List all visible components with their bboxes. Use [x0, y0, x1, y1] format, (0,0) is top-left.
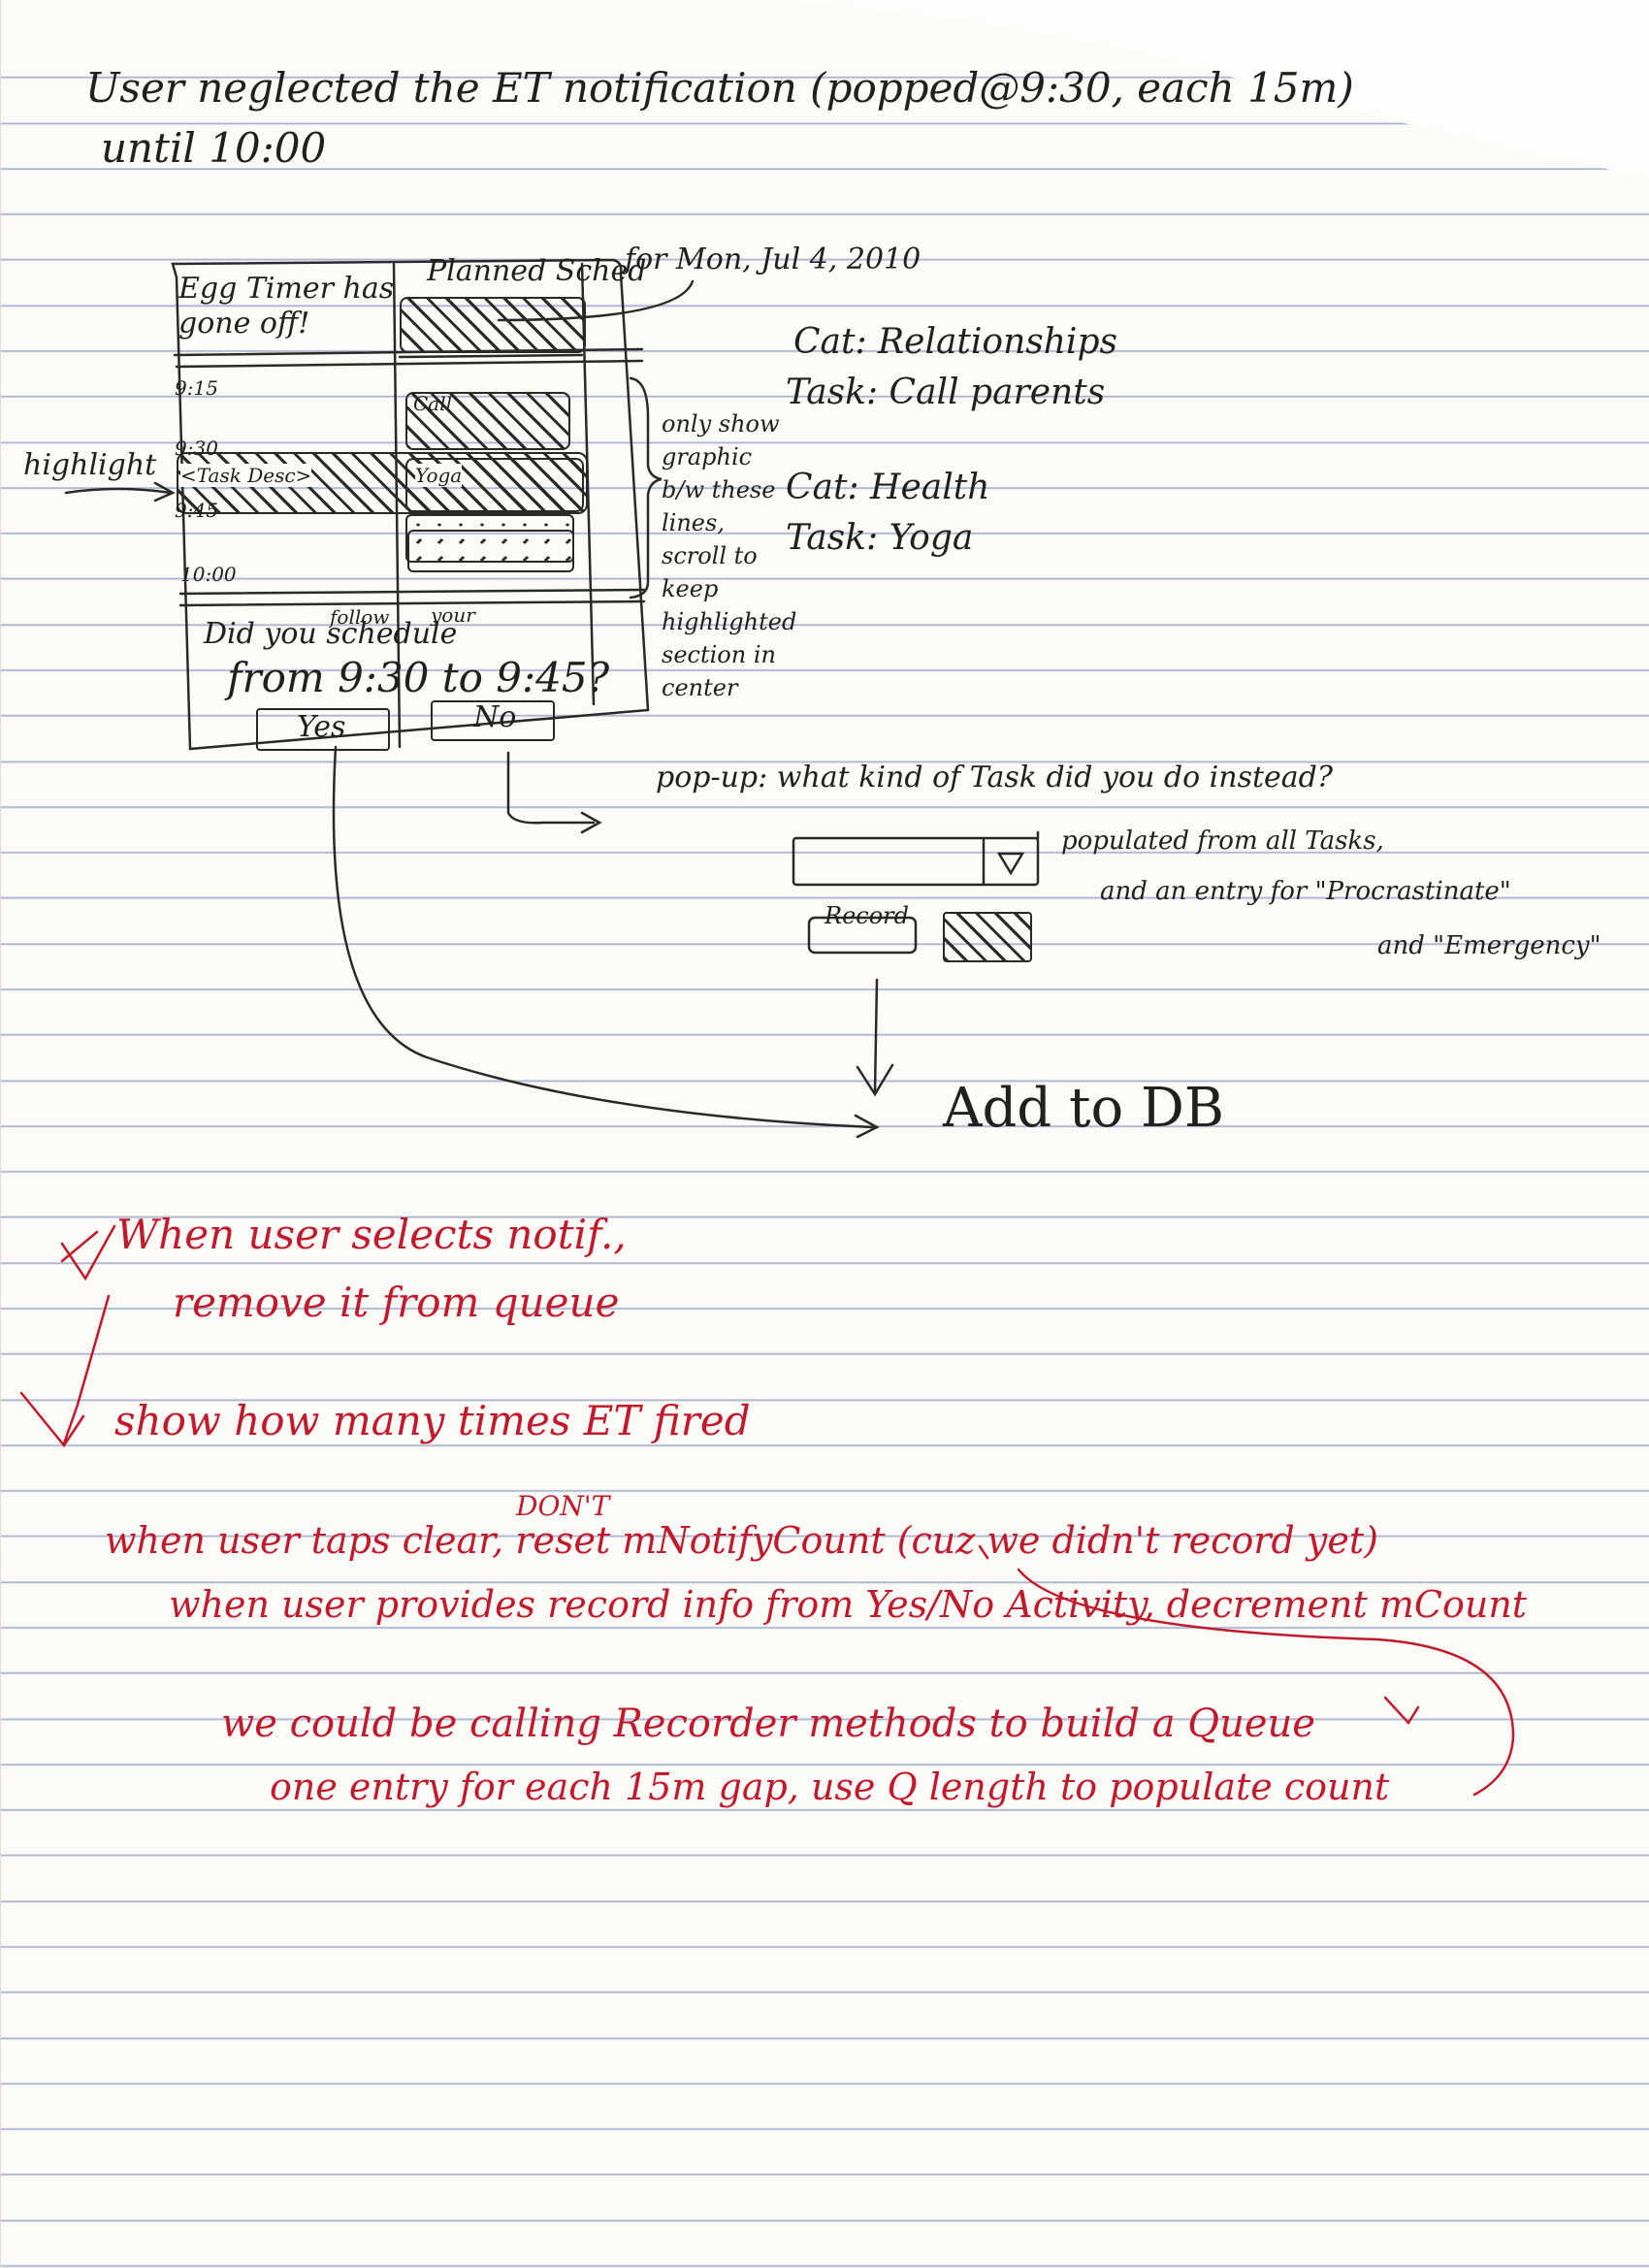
task-call-parents: Task: Call parents: [786, 373, 1106, 412]
entry-note: and an entry for "Procrastinate": [1100, 877, 1511, 906]
yes-button-sketch[interactable]: [256, 708, 390, 751]
red-dont: DON'T: [516, 1490, 610, 1522]
hatched-header-bar: [400, 297, 586, 353]
time-915: 9:15: [175, 376, 218, 400]
red-note-2: remove it from queue: [173, 1279, 620, 1326]
planned-sched-label: Planned Sched: [427, 254, 647, 288]
red-note-1: When user selects notif.,: [116, 1211, 627, 1258]
did-you-question: Did you schedule: [204, 617, 458, 651]
populated-note: populated from all Tasks,: [1061, 826, 1384, 856]
emergency-note: and "Emergency": [1377, 931, 1601, 960]
your-label: your: [431, 603, 475, 627]
scroll-note: only show graphic b/w these lines, scrol…: [662, 410, 797, 701]
red-note-7: one entry for each 15m gap, use Q length…: [270, 1766, 1390, 1808]
no-button-label: No: [473, 700, 517, 734]
follow-label: follow: [330, 605, 390, 629]
cat-health: Cat: Health: [786, 468, 990, 507]
red-note-6: we could be calling Recorder methods to …: [221, 1701, 1315, 1746]
red-note-3: show how many times ET fired: [114, 1397, 751, 1444]
no-button-sketch[interactable]: [431, 700, 555, 741]
time-range-question: from 9:30 to 9:45?: [227, 654, 610, 701]
task-block-early: [405, 392, 570, 450]
task-yoga: Task: Yoga: [786, 518, 974, 558]
yoga-label: Yoga: [415, 464, 463, 487]
highlight-label: highlight: [23, 448, 157, 482]
time-1000: 10:00: [180, 563, 237, 586]
task-desc-label: <Task Desc>: [180, 464, 312, 487]
time-945: 9:45: [175, 499, 218, 522]
early-block-label: Call: [413, 392, 453, 415]
header-line-2: until 10:00: [101, 124, 327, 172]
red-note-4: when user taps clear, reset mNotifyCount…: [105, 1519, 1378, 1562]
red-note-5: when user provides record info from Yes/…: [169, 1583, 1528, 1626]
cat-relationships: Cat: Relationships: [793, 322, 1117, 362]
date-label: for Mon, Jul 4, 2010: [625, 243, 922, 276]
popup-question: pop-up: what kind of Task did you do ins…: [656, 761, 1333, 794]
header-line-1: User neglected the ET notification (popp…: [85, 64, 1354, 112]
add-to-db: Add to DB: [943, 1077, 1225, 1140]
record-button-label: Record: [824, 902, 909, 929]
cancel-button-sketch: [943, 912, 1032, 962]
time-930: 9:30: [175, 437, 218, 460]
dotted-block-b: [407, 530, 574, 572]
yes-button-label: Yes: [297, 710, 346, 744]
egg-timer-title: Egg Timer has gone off!: [178, 272, 395, 340]
